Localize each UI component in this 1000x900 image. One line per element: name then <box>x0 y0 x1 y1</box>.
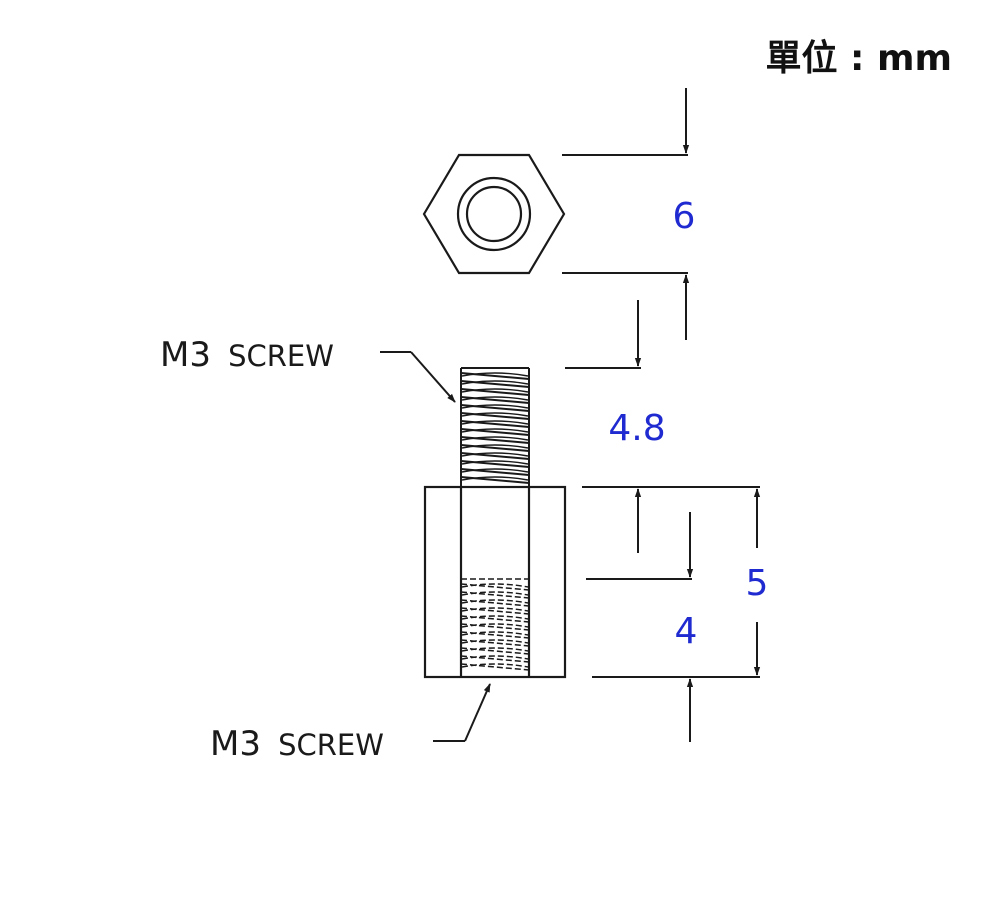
unit-label: 單位 : mm <box>766 38 953 79</box>
top-callout-type: SCREW <box>228 339 334 373</box>
bottom-screw-callout: M3 SCREW <box>210 724 384 764</box>
thread-depth-dimension <box>586 512 694 742</box>
top-screw-callout: M3 SCREW <box>160 335 334 375</box>
body-length-dimension <box>592 488 761 678</box>
body-length-value: 5 <box>746 563 769 604</box>
standoff-body <box>423 485 567 679</box>
hex-nut <box>422 153 566 275</box>
nut-height-value: 6 <box>673 196 696 237</box>
screw-length-dimension <box>565 300 760 553</box>
top-callout-leader <box>380 351 456 403</box>
bottom-callout-leader <box>433 683 491 742</box>
female-thread <box>460 578 530 671</box>
thread-depth-value: 4 <box>675 611 698 652</box>
bottom-callout-size: M3 <box>210 724 261 764</box>
screw-length-value: 4.8 <box>608 408 665 449</box>
bottom-callout-type: SCREW <box>278 728 384 762</box>
nut-height-dimension <box>562 88 690 340</box>
top-callout-size: M3 <box>160 335 211 375</box>
male-thread <box>460 367 530 487</box>
